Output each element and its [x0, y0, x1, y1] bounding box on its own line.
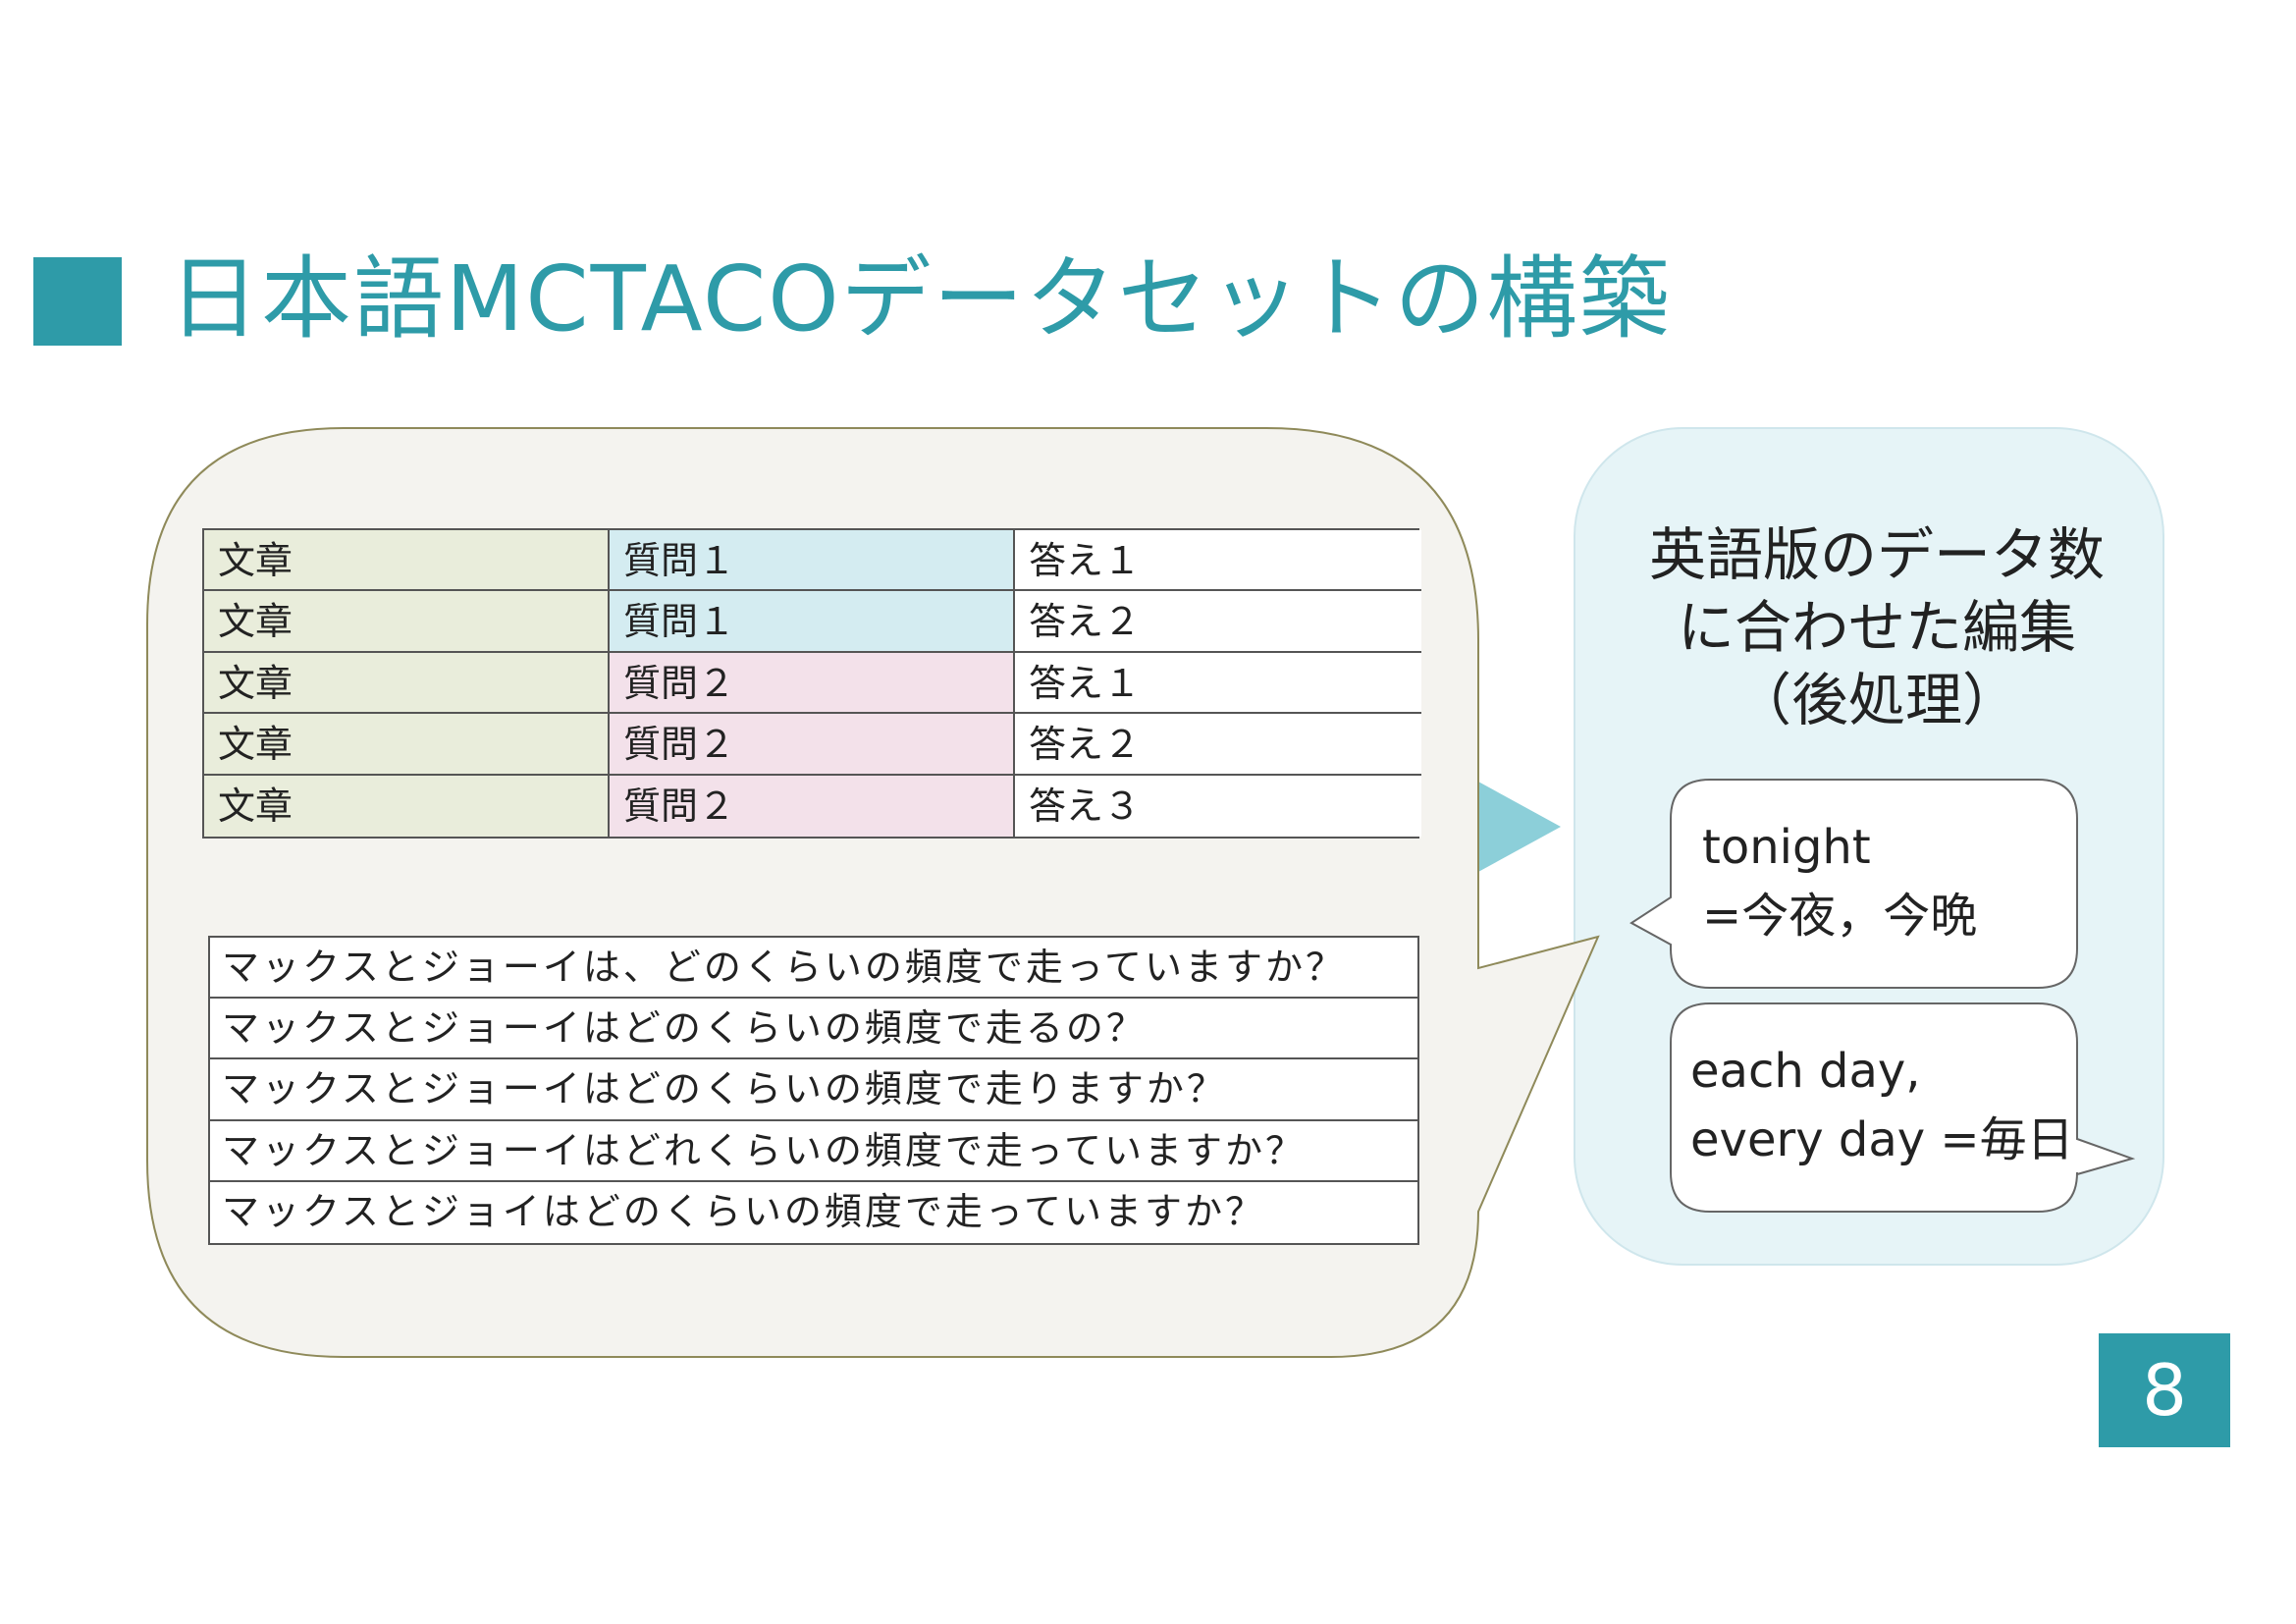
data-table: 文章 質問１ 答え１ 文章 質問１ 答え２ 文章 質問２ 答え１ 文章 質問２ … [202, 528, 1421, 839]
question-variant-row: マックスとジョーイはどのくらいの頻度で走るの？ [210, 999, 1417, 1060]
table-cell-answer: 答え３ [1015, 775, 1421, 837]
question-variant-row: マックスとジョーイは、どのくらいの頻度で走っていますか？ [210, 938, 1417, 1000]
question-variant-row: マックスとジョーイはどのくらいの頻度で走りますか？ [210, 1059, 1417, 1121]
bubble-every-day [1670, 1002, 2136, 1213]
bubble-text-line: every day =毎日 [1690, 1112, 2074, 1167]
table-cell-passage: 文章 [204, 591, 610, 653]
title-square-marker [33, 257, 122, 346]
bubble-every-day-text: each day, every day =毎日 [1690, 1037, 2074, 1174]
table-cell-passage: 文章 [204, 775, 610, 837]
page-number: 8 [2099, 1333, 2230, 1447]
panel-title-line: （後処理） [1734, 667, 2019, 733]
panel-title-line: に合わせた編集 [1677, 594, 2076, 661]
bubble-tonight-text: tonight =今夜，今晩 [1702, 813, 1977, 950]
table-cell-question: 質問１ [610, 591, 1015, 653]
table-cell-answer: 答え１ [1015, 530, 1421, 592]
table-cell-question: 質問２ [610, 775, 1015, 837]
table-cell-question: 質問２ [610, 652, 1015, 715]
table-cell-answer: 答え２ [1015, 591, 1421, 653]
bubble-text-line: tonight [1702, 820, 1871, 875]
table-cell-question: 質問２ [610, 714, 1015, 776]
bubble-text-line: =今夜，今晩 [1702, 889, 1978, 944]
arrow-icon [1478, 782, 1561, 872]
question-variant-row: マックスとジョーイはどれくらいの頻度で走っていますか？ [210, 1121, 1417, 1182]
table-cell-question: 質問１ [610, 530, 1015, 592]
table-cell-answer: 答え１ [1015, 652, 1421, 715]
table-cell-answer: 答え２ [1015, 714, 1421, 776]
table-cell-passage: 文章 [204, 714, 610, 776]
bubble-tonight [1629, 779, 2078, 989]
bubble-text-line: each day, [1690, 1044, 1921, 1099]
panel-title-line: 英語版のデータ数 [1648, 521, 2105, 588]
table-cell-passage: 文章 [204, 530, 610, 592]
panel-title: 英語版のデータ数 に合わせた編集 （後処理） [1582, 518, 2171, 736]
question-variants-table: マックスとジョーイは、どのくらいの頻度で走っていますか？ マックスとジョーイはど… [208, 936, 1419, 1245]
table-cell-passage: 文章 [204, 652, 610, 715]
slide-title: 日本語MCTACOデータセットの構築 [169, 246, 1672, 352]
question-variant-row: マックスとジョイはどのくらいの頻度で走っていますか？ [222, 1189, 1265, 1233]
